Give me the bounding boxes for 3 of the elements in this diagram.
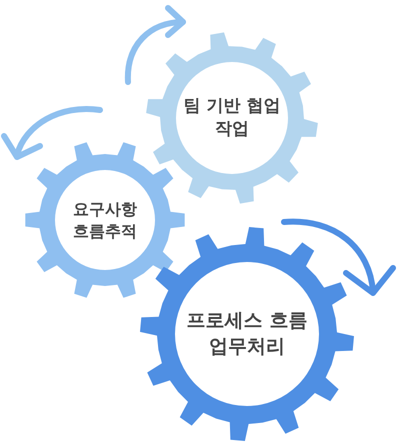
gear-label: 요구사항 흐름추적 — [72, 198, 138, 242]
gear-label: 팀 기반 협업 작업 — [182, 95, 282, 141]
gear-label: 프로세스 흐름 업무처리 — [186, 308, 308, 359]
